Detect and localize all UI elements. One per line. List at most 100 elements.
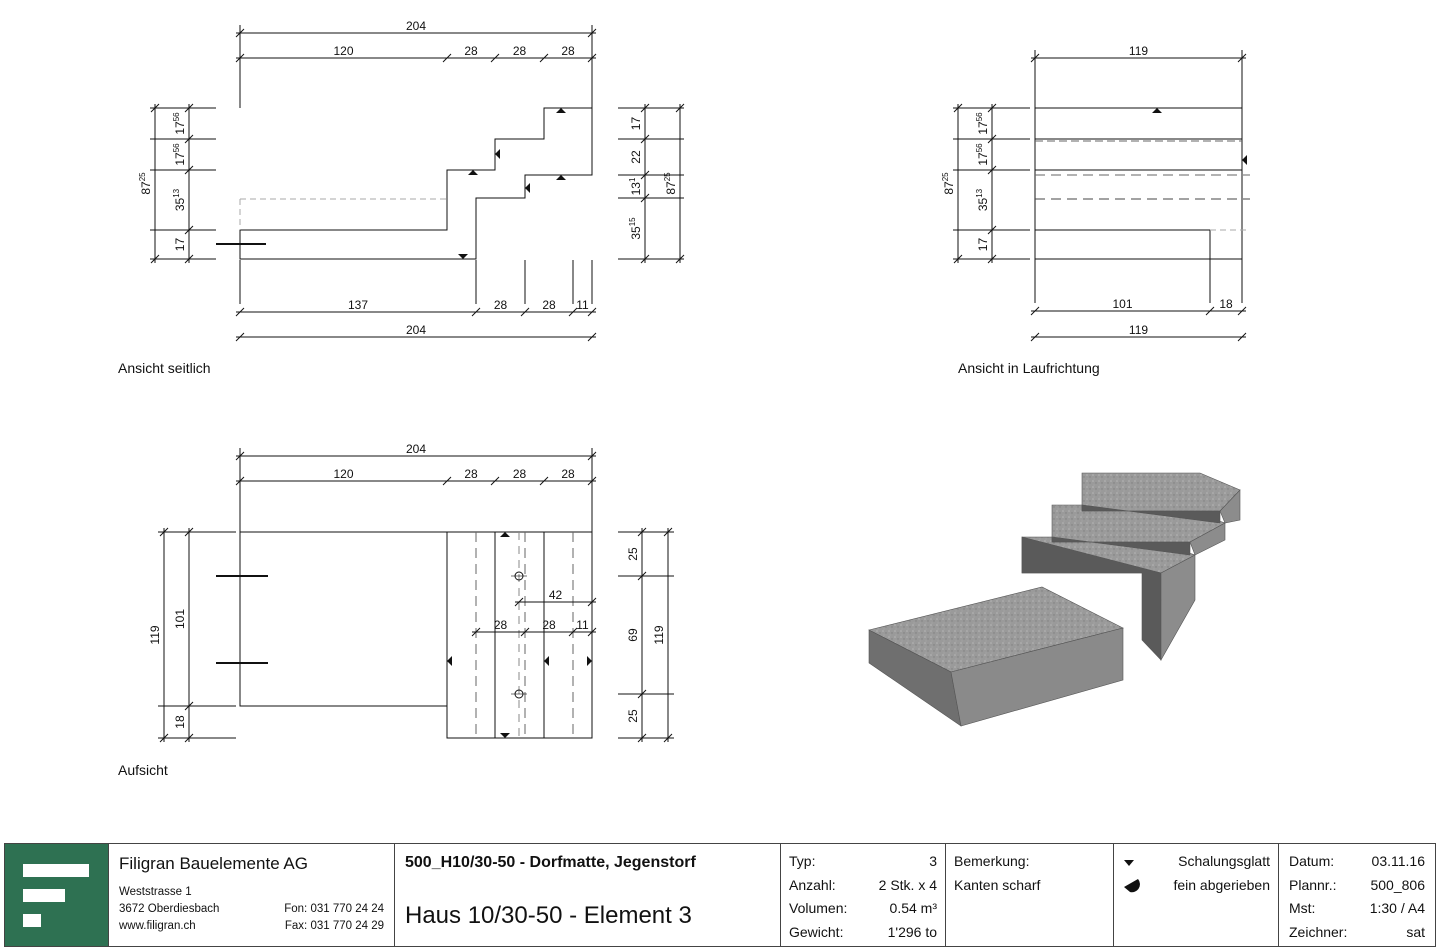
dimension-tick bbox=[235, 307, 245, 317]
plan-info: Datum:03.11.16 Plannr.:500_806 Mst:1:30 … bbox=[1279, 844, 1435, 946]
dimension-label: 204 bbox=[406, 323, 426, 337]
dimension-tick bbox=[442, 53, 452, 63]
dimension-label: 18 bbox=[173, 715, 187, 729]
dimension-tick bbox=[587, 332, 597, 342]
dimension-label: 120 bbox=[333, 467, 353, 481]
caption-plan-view: Aufsicht bbox=[118, 762, 168, 778]
dimension-label: 22 bbox=[629, 150, 643, 164]
dimension-label: 3513 bbox=[172, 188, 187, 211]
dimension-label: 28 bbox=[561, 44, 575, 58]
triangle-down-icon bbox=[1124, 859, 1134, 866]
dimension-label: 119 bbox=[652, 625, 666, 644]
dimension-label: 131 bbox=[628, 177, 643, 195]
project-info: 500_H10/30-50 - Dorfmatte, Jegenstorf Ha… bbox=[395, 844, 781, 946]
formwork-marker bbox=[544, 656, 549, 666]
dimension-superscript: 25 bbox=[663, 172, 672, 181]
step-3-side bbox=[1219, 489, 1241, 524]
dimension-label: 28 bbox=[561, 467, 575, 481]
dimension-label: 69 bbox=[626, 628, 640, 642]
dimension-tick bbox=[235, 53, 245, 63]
dimension-label: 3515 bbox=[628, 217, 643, 240]
surface-legend: Schalungsglatt fein abgerieben bbox=[1114, 844, 1279, 946]
dimension-tick bbox=[235, 476, 245, 486]
dimension-label: 28 bbox=[513, 44, 527, 58]
legend-item: Schalungsglatt bbox=[1122, 850, 1270, 874]
info-row: Zeichner:sat bbox=[1289, 923, 1425, 940]
dimension-label: 28 bbox=[542, 618, 556, 632]
step-1-side bbox=[1160, 554, 1196, 662]
dimension-tick bbox=[471, 627, 481, 637]
dimension-tick bbox=[587, 597, 597, 607]
fax-number: 031 770 24 29 bbox=[310, 920, 384, 932]
dimension-label: 28 bbox=[542, 298, 556, 312]
dimension-tick bbox=[442, 476, 452, 486]
dimension-label: 119 bbox=[1129, 323, 1148, 337]
legend-item: fein abgerieben bbox=[1122, 874, 1270, 898]
formwork-marker bbox=[556, 175, 566, 180]
dimension-tick bbox=[235, 332, 245, 342]
remark-text: Kanten scharf bbox=[954, 876, 1041, 893]
dimension-label: 42 bbox=[549, 588, 563, 602]
company-website: www.filigran.ch bbox=[119, 920, 196, 932]
dimension-label: 8725 bbox=[941, 172, 956, 195]
dimension-tick bbox=[1237, 306, 1247, 316]
dimension-tick bbox=[587, 476, 597, 486]
dimension-label: 119 bbox=[148, 625, 162, 644]
dimension-label: 101 bbox=[1112, 297, 1132, 311]
dimension-tick bbox=[1030, 332, 1040, 342]
dimension-label: 137 bbox=[348, 298, 368, 312]
dimension-tick bbox=[587, 627, 597, 637]
dimension-label: 101 bbox=[173, 609, 187, 629]
dimension-label: 1756 bbox=[975, 112, 990, 135]
formwork-marker bbox=[468, 170, 478, 175]
spec-row: Volumen:0.54 m³ bbox=[789, 900, 937, 916]
company-name: Filigran Bauelemente AG bbox=[119, 854, 308, 873]
dimension-label: 1756 bbox=[172, 112, 187, 135]
dimension-tick bbox=[1030, 306, 1040, 316]
dimension-label: 8725 bbox=[138, 172, 153, 195]
dimension-tick bbox=[520, 307, 530, 317]
dimension-superscript: 56 bbox=[172, 143, 181, 152]
dimension-tick bbox=[568, 627, 578, 637]
company-info: Filigran Bauelemente AG Weststrasse 1 36… bbox=[109, 844, 395, 946]
dimension-label: 28 bbox=[464, 467, 478, 481]
dimension-tick bbox=[1237, 332, 1247, 342]
dimension-label: 28 bbox=[513, 467, 527, 481]
dimension-label: 119 bbox=[1129, 44, 1148, 58]
dimension-label: 17 bbox=[629, 117, 643, 131]
dimension-superscript: 13 bbox=[975, 188, 984, 197]
landing-side bbox=[950, 627, 1124, 727]
dimension-superscript: 1 bbox=[628, 177, 637, 182]
formwork-marker bbox=[587, 656, 592, 666]
dimension-tick bbox=[568, 307, 578, 317]
spec-row: Anzahl:2 Stk. x 4 bbox=[789, 876, 937, 893]
dimension-label: 11 bbox=[576, 298, 589, 312]
element-title: Haus 10/30-50 - Element 3 bbox=[405, 902, 692, 929]
dimension-tick bbox=[490, 476, 500, 486]
spec-row: Gewicht:1'296 to bbox=[789, 923, 937, 940]
dimension-label: 28 bbox=[464, 44, 478, 58]
company-street: Weststrasse 1 bbox=[119, 886, 192, 898]
dimension-tick bbox=[1205, 306, 1215, 316]
dimension-tick bbox=[471, 307, 481, 317]
dimension-tick bbox=[587, 307, 597, 317]
dimension-superscript: 56 bbox=[975, 112, 984, 121]
formwork-marker bbox=[495, 149, 500, 159]
landing-outline bbox=[239, 531, 448, 707]
spec-row: Typ:3 bbox=[789, 853, 937, 869]
dimension-superscript: 56 bbox=[975, 143, 984, 152]
dimension-label: 11 bbox=[576, 618, 589, 632]
dimension-label: 25 bbox=[626, 709, 640, 723]
dimension-tick bbox=[539, 53, 549, 63]
dimension-tick bbox=[587, 53, 597, 63]
formwork-marker bbox=[1152, 108, 1162, 113]
company-city: 3672 Oberdiesbach bbox=[119, 903, 220, 915]
formwork-marker bbox=[500, 733, 510, 738]
step-3-face bbox=[1081, 504, 1221, 524]
remarks: Bemerkung: Kanten scharf bbox=[946, 844, 1114, 946]
dimension-label: 1756 bbox=[975, 143, 990, 166]
trowel-icon bbox=[1124, 879, 1140, 893]
step-2-side bbox=[1189, 522, 1226, 556]
title-block: Filigran Bauelemente AG Weststrasse 1 36… bbox=[4, 843, 1436, 947]
info-row: Datum:03.11.16 bbox=[1289, 853, 1425, 869]
